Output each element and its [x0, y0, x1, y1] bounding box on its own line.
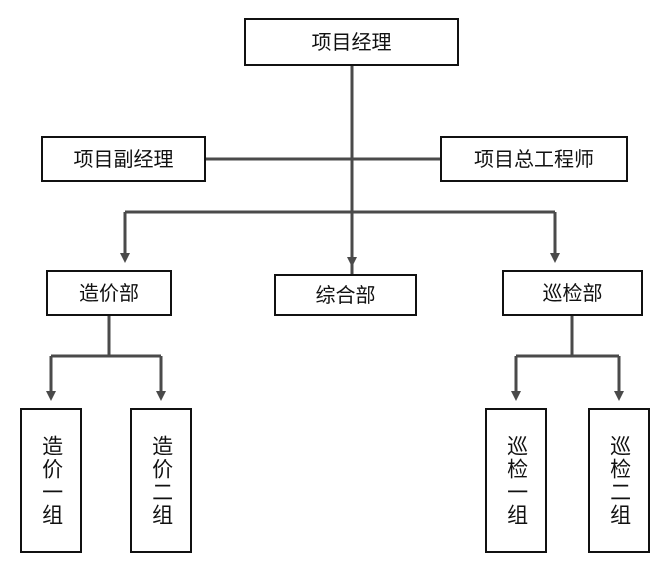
node-label: 巡检二组	[607, 434, 632, 527]
node-label: 巡检部	[542, 281, 603, 305]
node-label: 巡检一组	[504, 434, 529, 527]
node-label: 综合部	[315, 283, 376, 307]
node-cost-group-1[interactable]: 造价一组	[20, 408, 82, 553]
node-label: 项目总工程师	[474, 147, 594, 171]
node-deputy-project-manager[interactable]: 项目副经理	[41, 136, 206, 182]
node-cost-group-2[interactable]: 造价二组	[130, 408, 192, 553]
node-label: 项目副经理	[73, 147, 174, 171]
node-patrol-group-1[interactable]: 巡检一组	[485, 408, 547, 553]
node-general-department[interactable]: 综合部	[274, 274, 417, 316]
node-patrol-department[interactable]: 巡检部	[502, 270, 643, 316]
node-patrol-group-2[interactable]: 巡检二组	[588, 408, 650, 553]
node-chief-engineer[interactable]: 项目总工程师	[440, 136, 628, 182]
node-label: 造价部	[79, 281, 139, 305]
node-project-manager[interactable]: 项目经理	[244, 18, 459, 66]
node-label: 造价二组	[149, 434, 174, 527]
node-cost-department[interactable]: 造价部	[46, 270, 172, 316]
node-label: 造价一组	[39, 434, 64, 527]
node-label: 项目经理	[311, 30, 392, 54]
